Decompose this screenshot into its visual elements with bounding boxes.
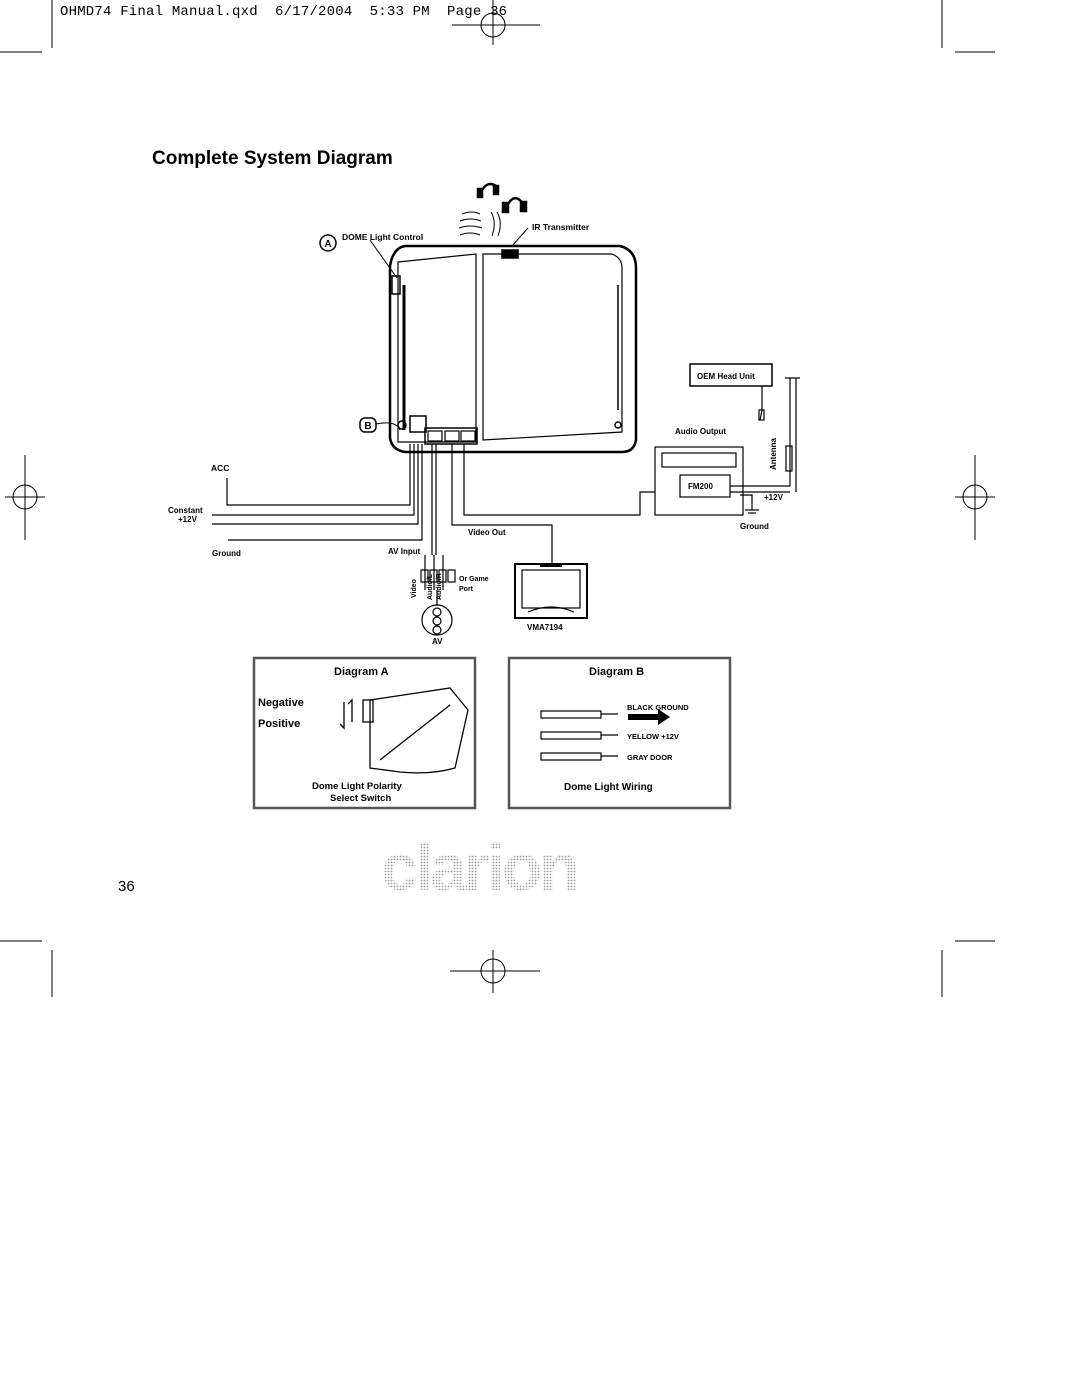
svg-text:A: A	[324, 239, 331, 250]
vma-label: VMA7194	[527, 623, 563, 632]
diagram-a-box: Diagram A Negative Positive Dome Light P…	[252, 656, 477, 810]
constant-label: Constant	[168, 506, 203, 515]
clarion-logo: clarion	[381, 830, 576, 904]
or-game-port-label: Or Game	[459, 576, 489, 583]
ir-transmitter-label: IR Transmitter	[532, 222, 590, 232]
svg-text:Dome Light Polarity: Dome Light Polarity	[312, 781, 402, 792]
antenna-label: Antenna	[769, 437, 778, 470]
fm200-label: FM200	[688, 482, 713, 491]
print-slug: OHMD74 Final Manual.qxd 6/17/2004 5:33 P…	[60, 4, 508, 20]
svg-text:Select Switch: Select Switch	[330, 793, 391, 804]
wire-gray-label: GRAY DOOR	[627, 753, 673, 762]
ground-right-label: Ground	[740, 522, 769, 531]
power-wires	[212, 444, 655, 563]
or-game-port-label-2: Port	[459, 586, 474, 593]
constant-12v-label: +12V	[178, 515, 198, 524]
negative-label: Negative	[258, 697, 304, 709]
audio-l-connector-label: Audio/L	[427, 573, 434, 600]
oem-head-unit-label: OEM Head Unit	[697, 372, 755, 381]
wire-black-label: BLACK GROUND	[627, 703, 689, 712]
svg-text:Audio Output: Audio Output	[675, 427, 726, 436]
oem-head-unit-box	[689, 363, 773, 387]
registration-mark-right	[955, 455, 995, 540]
ir-waves-icon	[458, 211, 501, 237]
page-title: Complete System Diagram	[152, 148, 393, 169]
video-out-label: Video Out	[468, 528, 506, 537]
ground-left-label: Ground	[212, 549, 241, 558]
dome-light-control-label: DOME Light Control	[342, 232, 423, 242]
av-input-label: AV Input	[388, 547, 421, 556]
wire-yellow-label: YELLOW +12V	[627, 732, 679, 741]
av-jack-icon	[421, 604, 453, 636]
video-connector-label: Video	[411, 579, 418, 598]
page-number: 36	[118, 878, 135, 895]
svg-text:Dome Light Wiring: Dome Light Wiring	[564, 782, 653, 793]
marker-b: B	[359, 417, 401, 433]
vma-monitor-icon	[514, 563, 588, 619]
marker-a: A	[319, 234, 398, 279]
arrow-icon	[628, 709, 670, 725]
registration-mark-left	[5, 455, 45, 540]
plus12v-right-label: +12V	[764, 493, 784, 502]
fm200-wiring: Audio Output	[654, 377, 800, 516]
av-label: AV	[432, 637, 443, 646]
acc-label: ACC	[211, 463, 229, 473]
crop-marks	[0, 0, 995, 997]
svg-text:Diagram A: Diagram A	[334, 666, 389, 678]
registration-mark-bottom	[450, 950, 540, 993]
audio-r-connector-label: Audio/R	[436, 573, 443, 600]
diagram-b-box: Diagram B BLACK GROUND YELLOW +12V GRAY …	[507, 656, 732, 810]
svg-text:B: B	[364, 421, 371, 432]
overhead-monitor-unit	[388, 244, 638, 454]
positive-label: Positive	[258, 718, 300, 730]
registration-mark-top	[452, 0, 540, 45]
headphones-icon	[476, 182, 528, 214]
svg-text:Diagram B: Diagram B	[589, 666, 644, 678]
av-connectors	[420, 555, 456, 605]
